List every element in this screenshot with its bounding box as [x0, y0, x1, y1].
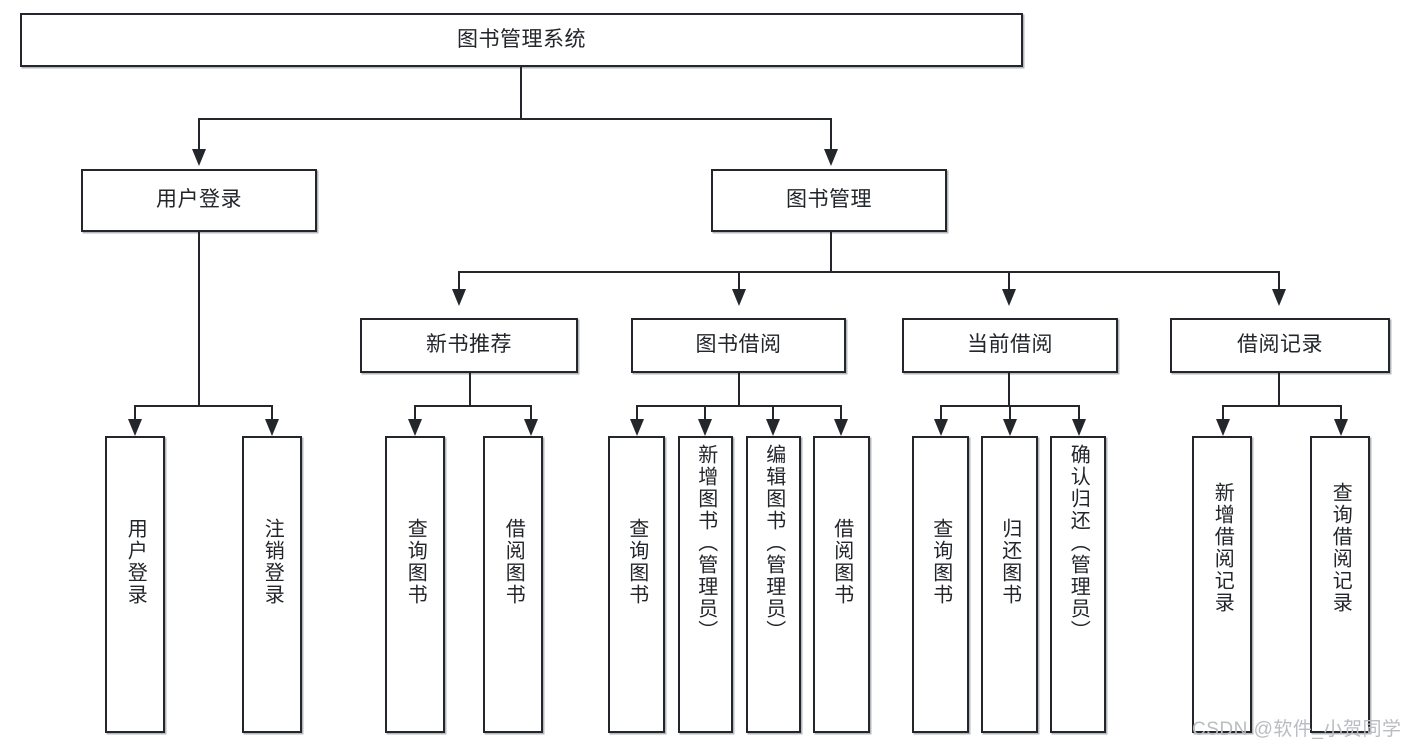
node-root-book-management-system[interactable]: 图书管理系统: [20, 13, 1023, 67]
edge-bb-to-leaf-3: [772, 405, 774, 419]
arrowhead-br-leaf-2: [1334, 419, 1348, 436]
node-label: 查询图书: [625, 518, 648, 606]
node-borrow-record[interactable]: 借阅记录: [1170, 318, 1390, 373]
leaf-cb-query-book[interactable]: 查询图书: [912, 436, 969, 733]
edge-root-to-user-login: [198, 118, 200, 149]
edge-user-login-to-leaf-2: [271, 405, 273, 419]
leaf-br-query-record[interactable]: 查询借阅记录: [1310, 436, 1370, 733]
edge-cb-to-leaf-2: [1009, 405, 1011, 419]
arrowhead-nbr-leaf-1: [408, 419, 422, 436]
edge-book-borrow-stem: [738, 373, 740, 405]
arrowhead-book-management: [824, 149, 838, 166]
arrowhead-bb-leaf-2: [698, 419, 712, 436]
leaf-nbr-query-book[interactable]: 查询图书: [385, 436, 445, 733]
arrowhead-borrow-record: [1272, 289, 1286, 306]
arrowhead-bb-leaf-3: [766, 419, 780, 436]
node-label: 注销登录: [261, 518, 284, 606]
leaf-cb-confirm-return-admin[interactable]: 确认归还（管理员）: [1050, 436, 1106, 733]
node-label: 归还图书: [998, 518, 1021, 606]
leaf-bb-query-book[interactable]: 查询图书: [608, 436, 665, 733]
leaf-cb-return-book[interactable]: 归还图书: [981, 436, 1038, 733]
node-label: 新书推荐: [426, 333, 512, 357]
edge-bb-to-leaf-1: [636, 405, 638, 419]
arrowhead-user-login-leaf-2: [265, 419, 279, 436]
node-user-login[interactable]: 用户登录: [81, 169, 317, 232]
edge-nbr-to-leaf-2: [530, 405, 532, 419]
edge-br-to-leaf-1: [1222, 405, 1224, 419]
edge-current-borrow-stem: [1008, 373, 1010, 405]
leaf-bb-add-book-admin[interactable]: 新增图书（管理员）: [678, 436, 733, 733]
node-current-borrow[interactable]: 当前借阅: [902, 318, 1118, 373]
edge-new-book-recommend-stem: [469, 373, 471, 405]
node-label: 编辑图书（管理员）: [762, 444, 785, 642]
arrowhead-br-leaf-1: [1216, 419, 1230, 436]
node-label: 借阅图书: [502, 518, 525, 606]
edge-to-new-book-recommend: [458, 271, 460, 289]
node-label: 查询图书: [929, 518, 952, 606]
arrowhead-new-book-recommend: [452, 289, 466, 306]
arrowhead-cb-leaf-2: [1003, 419, 1017, 436]
node-label: 新增借阅记录: [1211, 482, 1234, 614]
watermark-csdn: CSDN @软件_小贺同学: [1192, 719, 1402, 740]
edge-bb-to-leaf-4: [840, 405, 842, 419]
edge-user-login-bus: [134, 405, 271, 407]
edge-bb-to-leaf-2: [704, 405, 706, 419]
node-label: 确认归还（管理员）: [1067, 444, 1090, 642]
edge-book-borrow-bus: [636, 405, 840, 407]
leaf-br-add-record[interactable]: 新增借阅记录: [1192, 436, 1252, 733]
node-label: 新增图书（管理员）: [694, 444, 717, 642]
edge-to-book-borrow: [738, 271, 740, 289]
leaf-bb-borrow-book[interactable]: 借阅图书: [813, 436, 870, 733]
edge-user-login-to-leaf-1: [134, 405, 136, 419]
node-label: 图书借阅: [695, 333, 782, 357]
edge-level3-bus: [458, 271, 1280, 273]
edge-nbr-to-leaf-1: [414, 405, 416, 419]
edge-borrow-record-stem: [1278, 373, 1280, 405]
node-label: 查询图书: [404, 518, 427, 606]
edge-root-bus: [198, 118, 832, 120]
edge-cb-to-leaf-3: [1078, 405, 1080, 419]
arrowhead-cb-leaf-3: [1072, 419, 1086, 436]
node-label: 用户登录: [124, 518, 147, 606]
edge-borrow-record-bus: [1222, 405, 1340, 407]
edge-cb-to-leaf-1: [940, 405, 942, 419]
node-label: 查询借阅记录: [1329, 482, 1352, 614]
edge-root-to-book-management: [830, 118, 832, 149]
edge-book-management-stem: [830, 232, 832, 271]
node-label: 用户登录: [156, 188, 242, 212]
node-book-borrow[interactable]: 图书借阅: [631, 318, 846, 373]
arrowhead-cb-leaf-1: [934, 419, 948, 436]
node-book-management[interactable]: 图书管理: [711, 169, 947, 232]
edge-new-book-recommend-bus: [414, 405, 530, 407]
node-label: 当前借阅: [967, 333, 1053, 357]
node-label: 借阅图书: [830, 518, 853, 606]
arrowhead-bb-leaf-1: [630, 419, 644, 436]
edge-br-to-leaf-2: [1340, 405, 1342, 419]
edge-to-current-borrow: [1008, 271, 1010, 289]
edge-root-stem: [520, 67, 522, 118]
leaf-user-login-login[interactable]: 用户登录: [105, 436, 165, 733]
leaf-nbr-borrow-book[interactable]: 借阅图书: [483, 436, 543, 733]
arrowhead-user-login: [192, 149, 206, 166]
arrowhead-bb-leaf-4: [834, 419, 848, 436]
arrowhead-current-borrow: [1002, 289, 1016, 306]
arrowhead-book-borrow: [732, 289, 746, 306]
edge-user-login-stem: [198, 232, 200, 405]
leaf-bb-edit-book-admin[interactable]: 编辑图书（管理员）: [746, 436, 801, 733]
node-label: 图书管理: [786, 188, 872, 212]
arrowhead-nbr-leaf-2: [524, 419, 538, 436]
edge-to-borrow-record: [1278, 271, 1280, 289]
node-label: 图书管理系统: [457, 27, 586, 51]
arrowhead-user-login-leaf-1: [128, 419, 142, 436]
node-new-book-recommend[interactable]: 新书推荐: [360, 318, 578, 373]
leaf-user-login-logout[interactable]: 注销登录: [242, 436, 302, 733]
node-label: 借阅记录: [1237, 333, 1323, 357]
